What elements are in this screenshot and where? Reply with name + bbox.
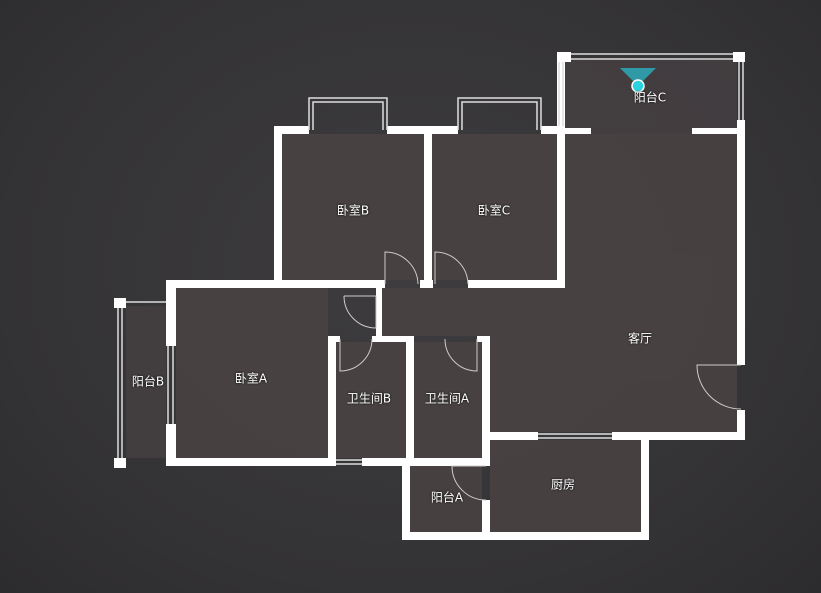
bedroom-c-area[interactable] [432,134,557,280]
door-bathroom-b [339,338,373,372]
label-bathroom-b[interactable]: 卫生间B [346,391,392,406]
door-entrance [696,364,742,410]
label-bedroom-b[interactable]: 卧室B [336,203,370,218]
door-bedroom-b [384,251,419,285]
label-balcony-c[interactable]: 阳台C [633,90,667,105]
walls [114,52,745,540]
bedroom-a-area[interactable] [176,288,328,458]
bathroom-a-area[interactable] [414,342,482,458]
doors [339,251,742,501]
label-living-room[interactable]: 客厅 [627,331,653,346]
living-room-area[interactable] [380,134,737,432]
door-bedroom-a [343,295,377,329]
door-bedroom-c [434,251,469,285]
bathroom-b-area[interactable] [336,342,406,458]
label-balcony-b[interactable]: 阳台B [131,374,165,389]
balcony-b-area[interactable] [126,306,166,458]
door-bathroom-a [444,338,478,372]
balcony-a-area[interactable] [410,466,482,532]
view-cone-icon [620,68,656,86]
camera-marker[interactable] [620,68,656,93]
label-balcony-a[interactable]: 阳台A [430,490,464,505]
label-kitchen[interactable]: 厨房 [550,477,576,492]
windows [117,53,744,465]
location-marker-icon[interactable] [631,79,645,93]
room-fills [126,60,737,532]
label-bedroom-c[interactable]: 卧室C [477,203,511,218]
label-bedroom-a[interactable]: 卧室A [234,371,268,386]
door-balcony-a [451,465,487,501]
label-bathroom-a[interactable]: 卫生间A [424,391,470,406]
kitchen-area[interactable] [490,440,641,532]
